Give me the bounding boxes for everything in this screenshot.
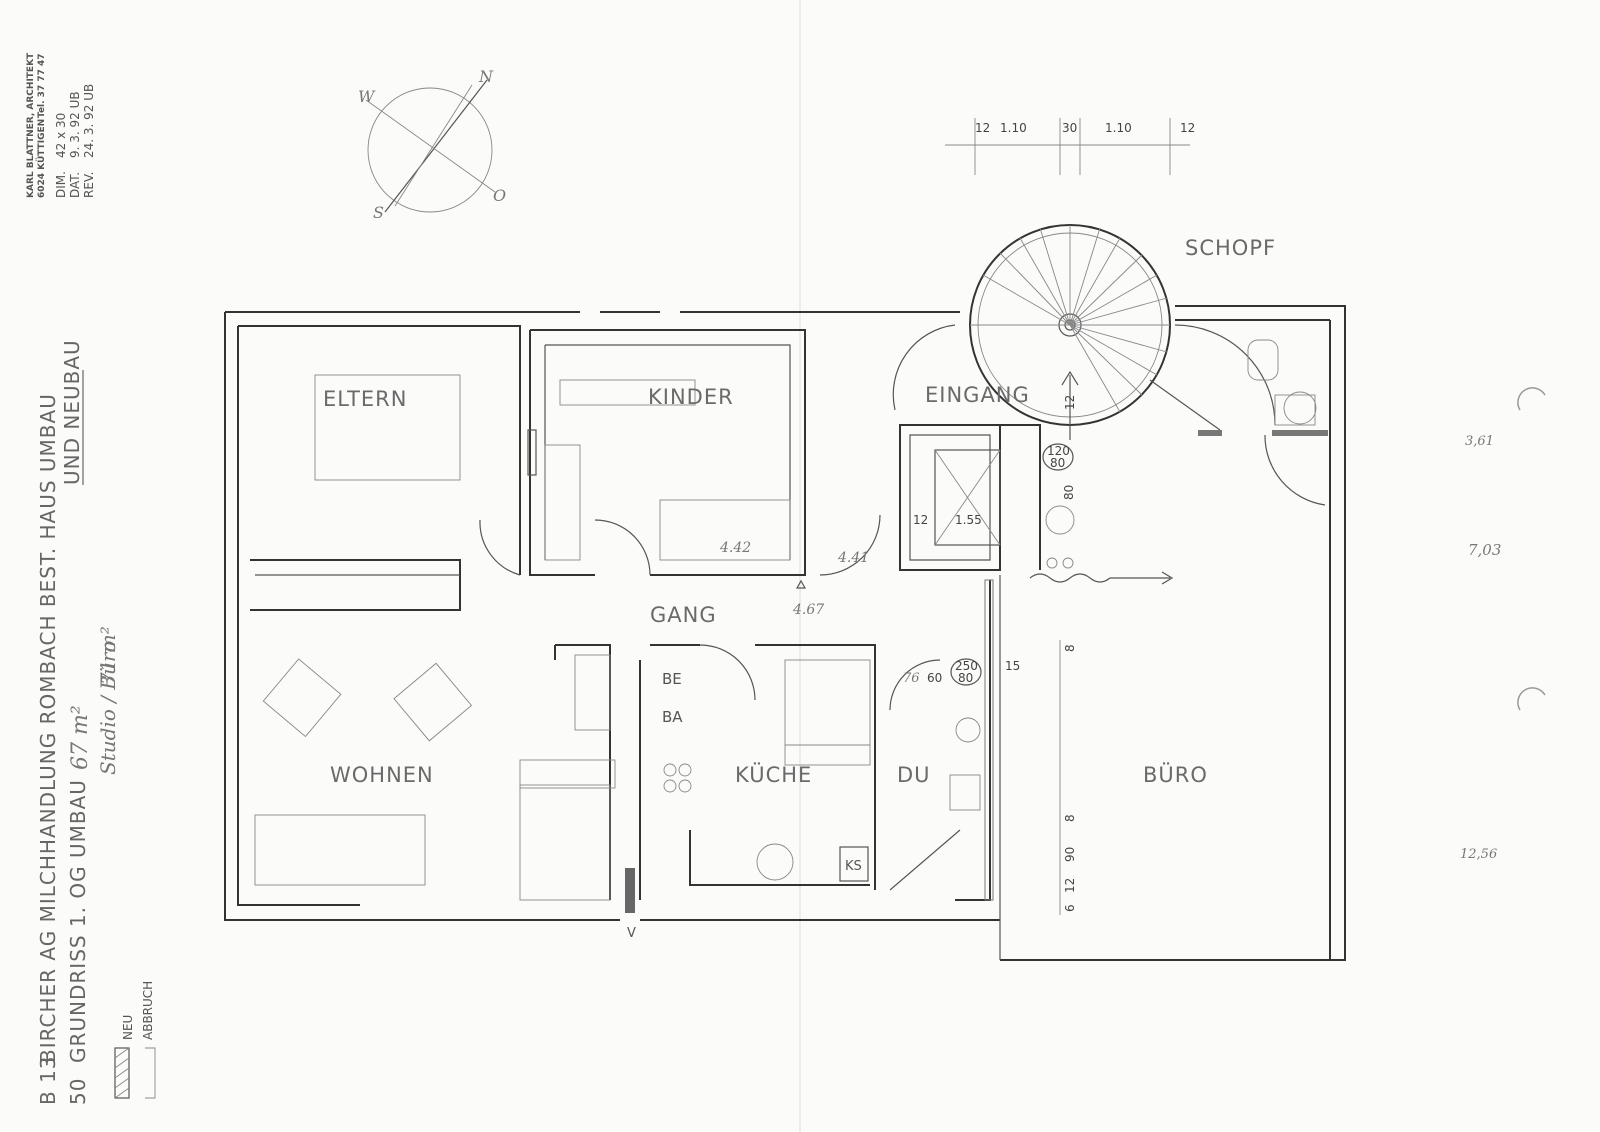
toilet <box>1247 339 1279 381</box>
dim-door-120: 120 <box>1047 444 1070 458</box>
margin-note-3: 12,56 <box>1460 847 1497 862</box>
dim-door-80c: 80 <box>958 671 973 685</box>
ks-box <box>839 846 869 882</box>
dim-door-80b: 80 <box>1062 485 1076 500</box>
dim-v-90: 90 <box>1063 847 1077 862</box>
bed-kinder <box>559 379 696 406</box>
room-kueche: KÜCHE <box>735 762 812 787</box>
project-title-b: GRUNDRISS 1. OG UMBAU <box>66 779 90 1063</box>
room-ks: KS <box>845 859 862 874</box>
room-wohnen: WOHNEN <box>330 763 434 787</box>
dat-label: DAT. <box>68 172 82 198</box>
legend: NEU ABBRUCH <box>114 981 156 1099</box>
armchair-1 <box>262 658 342 738</box>
room-du: DU <box>897 763 931 787</box>
project-title-a2: UND NEUBAU <box>60 339 84 485</box>
project-line-a: B 13 BIRCHER AG MILCHHANDLUNG ROMBACH BE… <box>36 339 84 1105</box>
architect-name: KARL BLATTNER, ARCHITEKT <box>26 52 36 198</box>
rev-label: REV. <box>82 172 96 198</box>
interior-walls <box>250 329 1041 901</box>
punch-hole-1 <box>1517 387 1546 411</box>
furniture <box>254 339 1317 901</box>
project-number-a: B 13 <box>36 1055 60 1105</box>
room-kinder: KINDER <box>648 385 734 409</box>
room-labels: ELTERN KINDER EINGANG SCHOPF GANG WOHNEN… <box>323 236 1276 874</box>
dim-door-80a: 80 <box>1050 456 1065 470</box>
compass-s: S <box>373 203 384 222</box>
elevator-shaft <box>934 449 1001 546</box>
margin-notes: 3,61 7,03 12,56 <box>1460 387 1546 862</box>
hatched-walls <box>527 429 1328 913</box>
legend-neu: NEU <box>121 1015 135 1040</box>
dim-label: DIM. <box>54 171 68 198</box>
project-number-b: 50 <box>66 1078 90 1105</box>
margin-note-2: 7,03 <box>1468 541 1501 559</box>
project-title-a: BIRCHER AG MILCHHANDLUNG ROMBACH BEST. H… <box>36 393 60 1063</box>
dim-76: 76 <box>903 671 920 686</box>
dim-15: 15 <box>1005 659 1020 673</box>
architect-phone: Tel. 37 77 47 <box>37 53 47 118</box>
dim-door-250: 250 <box>955 659 978 673</box>
room-gang: GANG <box>650 603 717 627</box>
room-buero: BÜRO <box>1143 762 1208 787</box>
compass-o: O <box>493 186 506 205</box>
sofa <box>254 814 426 886</box>
dim-v-8a: 8 <box>1063 644 1077 652</box>
level-b: 4.41 <box>837 550 869 566</box>
small-dimensions: 12 1.55 120 80 80 250 80 76 60 15 12 8 8… <box>627 395 1077 941</box>
armchair-2 <box>393 662 473 742</box>
dim-top-2: 30 <box>1062 121 1077 135</box>
level-a: 4.42 <box>719 540 751 556</box>
room-schopf: SCHOPF <box>1185 236 1276 260</box>
dim-top-0: 12 <box>975 121 990 135</box>
room-beba-1: BE <box>662 670 682 688</box>
spiral-stair <box>969 224 1221 440</box>
compass-icon: N S W O <box>358 67 506 222</box>
room-eingang: EINGANG <box>925 383 1030 407</box>
area-note-2: 71 m² <box>96 626 120 685</box>
dim-lift-12: 12 <box>913 513 928 527</box>
dim-60: 60 <box>927 671 942 685</box>
dim-v-12: 12 <box>1063 878 1077 893</box>
dim-lift-155: 1.55 <box>955 513 982 527</box>
room-eltern: ELTERN <box>323 387 407 411</box>
studio-note: Studio / Büro <box>96 641 120 776</box>
dim-top-4: 12 <box>1180 121 1195 135</box>
margin-note-1: 3,61 <box>1465 434 1494 449</box>
top-dimensions: 12 1.10 30 1.10 12 <box>945 118 1195 175</box>
rev-value: 24. 3. 92 UB <box>82 84 96 158</box>
bed-eltern <box>314 374 461 481</box>
sink <box>756 843 794 881</box>
level-c: 4.67 <box>792 602 824 618</box>
door-swings <box>479 324 1326 891</box>
legend-abbruch-icon <box>145 1047 156 1099</box>
dim-v-6: 6 <box>1063 904 1077 912</box>
outer-walls <box>224 305 1346 961</box>
title-block: KARL BLATTNER, ARCHITEKT 6024 KÜTTIGEN T… <box>26 52 96 198</box>
punch-hole-2 <box>1517 687 1546 711</box>
architect-address: 6024 KÜTTIGEN <box>36 119 47 198</box>
room-beba-2: BA <box>662 708 683 726</box>
project-line-b: 50 GRUNDRISS 1. OG UMBAU 67 m² Studio / … <box>66 626 120 1105</box>
dim-stair-12: 12 <box>1063 395 1077 410</box>
legend-hatch-icon <box>114 1047 130 1099</box>
dim-v-8b: 8 <box>1063 814 1077 822</box>
dat-value: 9. 3. 92 UB <box>68 91 82 158</box>
dim-value: 42 x 30 <box>54 113 68 158</box>
dim-top-3: 1.10 <box>1105 121 1132 135</box>
legend-abbruch: ABBRUCH <box>141 981 155 1040</box>
area-note: 67 m² <box>68 705 93 770</box>
section-v: V <box>627 926 636 941</box>
dim-top-1: 1.10 <box>1000 121 1027 135</box>
compass-w: W <box>358 87 376 106</box>
compass-n: N <box>478 67 494 86</box>
